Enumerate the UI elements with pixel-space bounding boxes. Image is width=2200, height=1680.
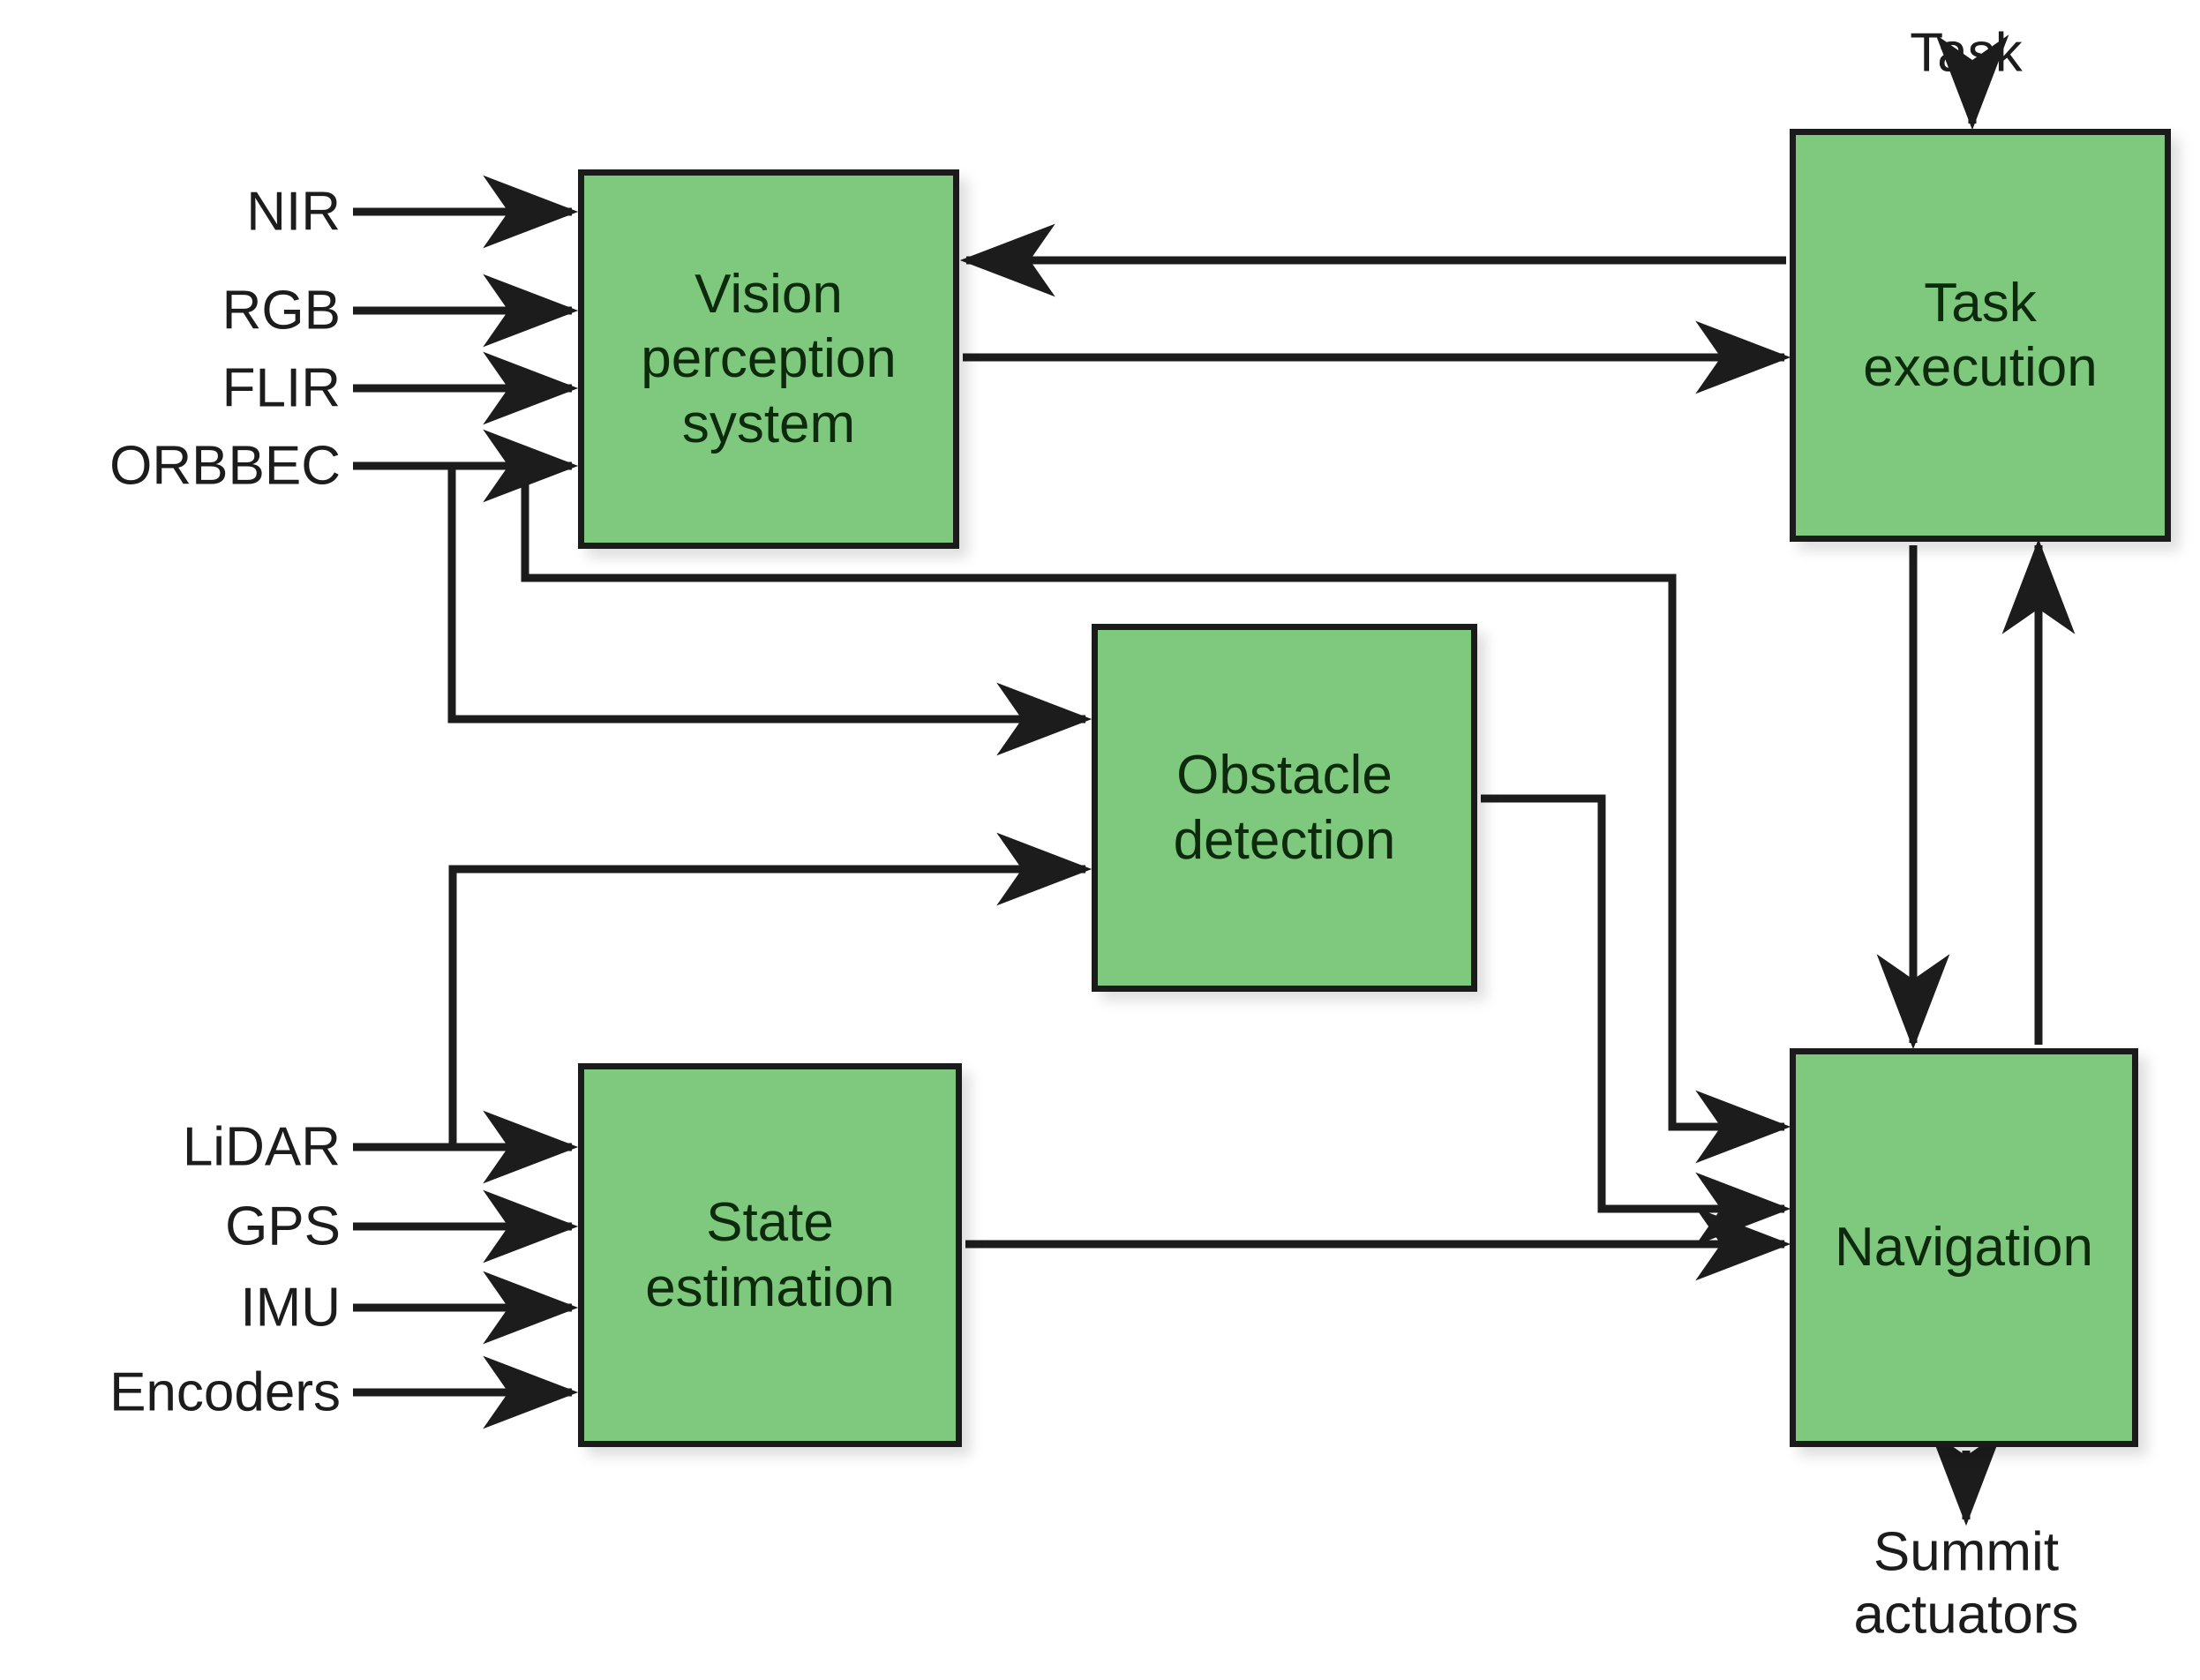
io-label-encoders: Encoders [109,1361,341,1423]
io-label-flir: FLIR [222,357,341,419]
node-label: Navigation [1835,1217,2093,1279]
io-label-task: Task [1910,22,2023,84]
io-label-imu: IMU [240,1277,341,1339]
io-label-nir: NIR [246,181,341,243]
io-label-lidar: LiDAR [182,1116,341,1178]
node-navigation[interactable]: Navigation [1790,1048,2138,1447]
connector-orbbec-to-obstacle [447,466,1092,756]
connector-orbbec-to-navigation [521,466,1791,1164]
connector-lidar-to-obstacle [448,832,1092,1147]
io-label-orbbec: ORBBEC [109,435,341,497]
io-label-rgb: RGB [222,280,341,341]
io-label-gps: GPS [225,1196,341,1257]
connector-obstacle-to-navigation [1481,794,1791,1246]
